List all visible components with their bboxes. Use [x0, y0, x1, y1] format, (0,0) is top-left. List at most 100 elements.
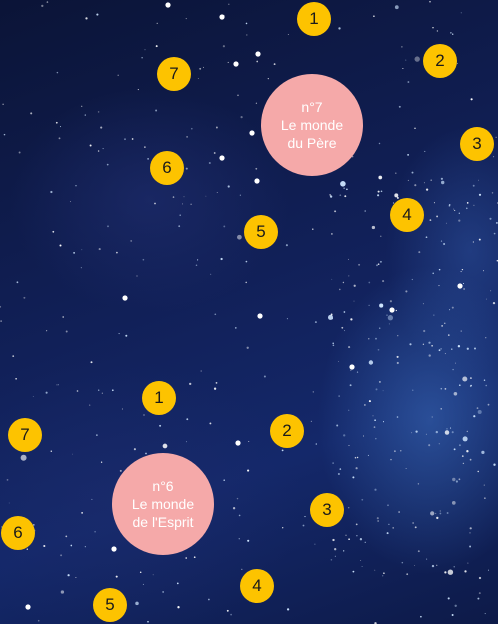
star [359, 538, 363, 541]
star [451, 431, 454, 434]
star [247, 539, 250, 542]
star [312, 391, 314, 393]
star [341, 326, 344, 329]
star [458, 384, 461, 387]
star [352, 476, 355, 479]
star [215, 382, 218, 384]
star [415, 430, 418, 433]
star [411, 432, 413, 434]
star [353, 300, 355, 302]
star [489, 217, 492, 220]
star [238, 538, 240, 540]
star [462, 436, 468, 442]
star [377, 263, 380, 266]
star [334, 548, 337, 551]
bright-star [122, 295, 128, 301]
star [466, 430, 469, 433]
star [73, 251, 76, 254]
star [485, 337, 487, 339]
star [458, 219, 461, 222]
star [0, 305, 2, 308]
world-6-level-5-badge: 5 [93, 588, 127, 622]
star [406, 573, 409, 576]
star [432, 27, 434, 29]
star [162, 443, 168, 449]
star [396, 196, 399, 199]
world-6-level-6-badge: 6 [1, 516, 35, 550]
star [444, 430, 450, 435]
star [356, 456, 359, 459]
star [470, 384, 472, 387]
star [360, 559, 362, 562]
star [81, 512, 83, 514]
star [16, 281, 19, 284]
star [343, 550, 345, 552]
star [139, 571, 142, 574]
star [396, 416, 399, 418]
star [26, 548, 28, 550]
star [315, 443, 318, 445]
star [449, 427, 452, 429]
star [50, 190, 53, 194]
star [197, 77, 199, 79]
star [493, 156, 495, 158]
world-7-level-7-badge: 7 [157, 57, 191, 91]
star [12, 355, 15, 357]
star [417, 550, 420, 553]
star [344, 195, 347, 198]
star [136, 275, 138, 277]
star [440, 387, 443, 390]
star [337, 472, 340, 476]
world-7-level-2-badge: 2 [423, 44, 457, 78]
star [240, 116, 243, 119]
bright-star [457, 283, 463, 289]
star [144, 49, 146, 51]
star [84, 546, 86, 548]
star [185, 441, 187, 443]
star [125, 334, 128, 337]
star [223, 479, 226, 482]
star [463, 288, 465, 290]
star [248, 440, 250, 443]
star [378, 380, 381, 383]
star [89, 144, 92, 147]
star [91, 498, 93, 500]
star [482, 270, 485, 272]
star [388, 323, 390, 325]
star [382, 575, 384, 577]
star [405, 468, 407, 469]
star [348, 445, 350, 447]
star [443, 242, 446, 246]
star [6, 479, 9, 481]
star [336, 424, 339, 427]
star [460, 271, 462, 273]
star [466, 347, 469, 350]
star [392, 527, 395, 529]
star [176, 582, 179, 585]
star [478, 193, 482, 196]
star [348, 538, 350, 541]
star [186, 136, 188, 138]
star [152, 574, 154, 576]
star [222, 45, 225, 48]
star [329, 194, 331, 196]
star [487, 403, 490, 406]
star [458, 478, 461, 481]
star [133, 448, 136, 451]
star [367, 454, 369, 456]
star [374, 419, 376, 422]
star [50, 450, 53, 452]
star [354, 456, 357, 459]
world-7-title-line1: Le monde [280, 117, 344, 133]
star [405, 290, 408, 293]
bright-star [254, 178, 260, 184]
star [32, 396, 34, 397]
star [472, 241, 475, 243]
star [431, 564, 435, 568]
star [355, 467, 358, 470]
star [379, 303, 384, 308]
star [329, 195, 333, 198]
star [453, 566, 455, 568]
star [70, 544, 73, 547]
star [452, 477, 456, 482]
